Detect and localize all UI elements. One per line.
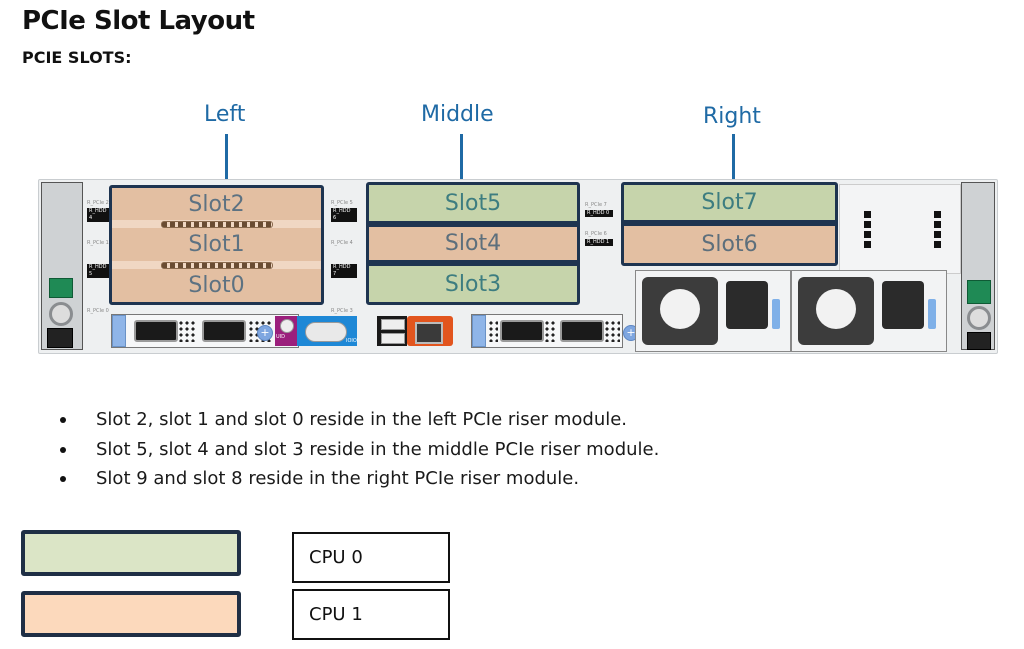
page-title: PCIe Slot Layout xyxy=(22,6,255,36)
psu-power-inlet[interactable] xyxy=(882,281,924,329)
riser-label-right: Right xyxy=(703,104,761,129)
usb-panel xyxy=(377,316,407,346)
chassis-label: R_HDD 4 xyxy=(87,208,111,222)
riser-middle: Slot5 Slot4 Slot3 xyxy=(366,182,580,305)
connector-icon xyxy=(160,261,273,269)
riser-description-list: Slot 2, slot 1 and slot 0 reside in the … xyxy=(60,405,659,494)
chassis-label: R_PCIe 7 xyxy=(585,202,607,208)
slot-2[interactable]: Slot2 xyxy=(112,188,321,220)
mgmt-ethernet-port[interactable] xyxy=(415,322,443,344)
psu-fan-icon xyxy=(798,277,874,345)
psu-1 xyxy=(635,270,791,352)
chassis-label: R_PCIe 6 xyxy=(585,231,607,237)
slot-connector xyxy=(112,220,321,228)
left-label-column: R_PCIe 2 R_HDD 4 R_PCIe 1 R_HDD 5 R_PCIe… xyxy=(87,200,111,314)
vent-grid-icon xyxy=(604,320,620,342)
psu-2 xyxy=(791,270,947,352)
legend-swatch-cpu1 xyxy=(21,591,241,637)
vga-panel: IOIOI xyxy=(297,316,359,346)
uid-led-icon xyxy=(280,319,294,333)
vga-port[interactable] xyxy=(305,322,347,342)
slot-1[interactable]: Slot1 xyxy=(112,228,321,261)
vent-grid-icon xyxy=(178,320,196,342)
right-blank-plate xyxy=(839,184,961,274)
left-port-icon xyxy=(47,328,73,348)
uid-label: UID xyxy=(276,334,285,340)
chassis-label: R_PCIe 1 xyxy=(87,240,109,246)
section-title: PCIE SLOTS: xyxy=(22,48,132,67)
riser-right: Slot7 Slot6 xyxy=(621,182,838,266)
list-item: Slot 2, slot 1 and slot 0 reside in the … xyxy=(60,405,659,435)
chassis-label: R_PCIe 5 xyxy=(331,200,353,206)
vent-grid-icon xyxy=(544,320,556,342)
usb-port[interactable] xyxy=(381,319,405,330)
thumbscrew-icon: + xyxy=(257,325,273,341)
slot-5[interactable]: Slot5 xyxy=(369,185,577,221)
bullet-icon xyxy=(60,446,66,453)
connector-icon xyxy=(160,220,273,228)
riser-label-middle: Middle xyxy=(421,102,494,127)
fan-hub xyxy=(816,289,856,329)
psu-latch-icon[interactable] xyxy=(928,299,936,329)
riser-leader-line-right xyxy=(732,134,735,184)
chassis-label: R_PCIe 4 xyxy=(331,240,353,246)
fan-hub xyxy=(660,289,700,329)
qsfp-port-icon xyxy=(500,320,544,342)
slot-6[interactable]: Slot6 xyxy=(624,226,835,263)
vent-grid-icon xyxy=(488,320,498,342)
chassis-label: R_HDD 5 xyxy=(87,264,111,278)
vent-icon xyxy=(934,211,941,251)
ocp-card-middle xyxy=(471,314,623,348)
list-item-text: Slot 9 and slot 8 reside in the right PC… xyxy=(96,468,580,489)
riser-label-left: Left xyxy=(204,102,246,127)
riser-left: Slot2 Slot1 Slot0 xyxy=(109,185,324,305)
chassis-label: R_HDD 0 xyxy=(585,210,613,217)
riser-leader-line-left xyxy=(225,134,228,186)
right-thumbscrew-icon xyxy=(967,306,991,330)
uid-button[interactable]: UID xyxy=(275,316,297,346)
list-item-text: Slot 2, slot 1 and slot 0 reside in the … xyxy=(96,409,628,430)
slot-connector xyxy=(112,261,321,269)
slot-3[interactable]: Slot3 xyxy=(369,266,577,302)
left-green-indicator xyxy=(49,278,73,298)
right-label-column: R_PCIe 7 R_HDD 0 R_PCIe 6 R_HDD 1 xyxy=(585,202,613,246)
qsfp-port-icon xyxy=(560,320,604,342)
list-item-text: Slot 5, slot 4 and slot 3 reside in the … xyxy=(96,438,660,460)
riser-leader-line-middle xyxy=(460,134,463,184)
list-item: Slot 9 and slot 8 reside in the right PC… xyxy=(60,464,659,494)
psu-latch-icon[interactable] xyxy=(772,299,780,329)
chassis-label: R_PCIe 3 xyxy=(331,308,353,314)
chassis-label: R_HDD 6 xyxy=(331,208,357,222)
bullet-icon xyxy=(60,476,66,482)
legend-label-cpu1: CPU 1 xyxy=(292,589,450,640)
right-port-icon xyxy=(967,332,991,350)
chassis-label: R_HDD 1 xyxy=(585,239,613,246)
slot-4[interactable]: Slot4 xyxy=(369,227,577,260)
slot-0[interactable]: Slot0 xyxy=(112,269,321,302)
psu-fan-icon xyxy=(642,277,718,345)
mgmt-panel xyxy=(407,316,453,346)
left-thumbscrew-icon xyxy=(49,302,73,326)
chassis-label: R_HDD 7 xyxy=(331,264,357,278)
chassis-label: R_PCIe 2 xyxy=(87,200,109,206)
qsfp-port-icon xyxy=(202,320,246,342)
qsfp-port-icon xyxy=(134,320,178,342)
mid-label-column: R_PCIe 5 R_HDD 6 R_PCIe 4 R_HDD 7 R_PCIe… xyxy=(331,200,357,314)
right-green-indicator xyxy=(967,280,991,304)
legend-swatch-cpu0 xyxy=(21,530,241,576)
card-latch-icon xyxy=(112,315,126,347)
vga-label: IOIOI xyxy=(346,338,359,344)
usb-port[interactable] xyxy=(381,333,405,344)
bullet-icon xyxy=(60,417,66,423)
vent-icon xyxy=(864,211,871,251)
slot-7[interactable]: Slot7 xyxy=(624,185,835,220)
chassis-label: R_PCIe 0 xyxy=(87,308,109,314)
server-chassis-rear: R_PCIe 2 R_HDD 4 R_PCIe 1 R_HDD 5 R_PCIe… xyxy=(38,179,998,354)
legend-label-cpu0: CPU 0 xyxy=(292,532,450,583)
card-latch-icon xyxy=(472,315,486,347)
psu-power-inlet[interactable] xyxy=(726,281,768,329)
list-item: Slot 5, slot 4 and slot 3 reside in the … xyxy=(60,435,659,465)
